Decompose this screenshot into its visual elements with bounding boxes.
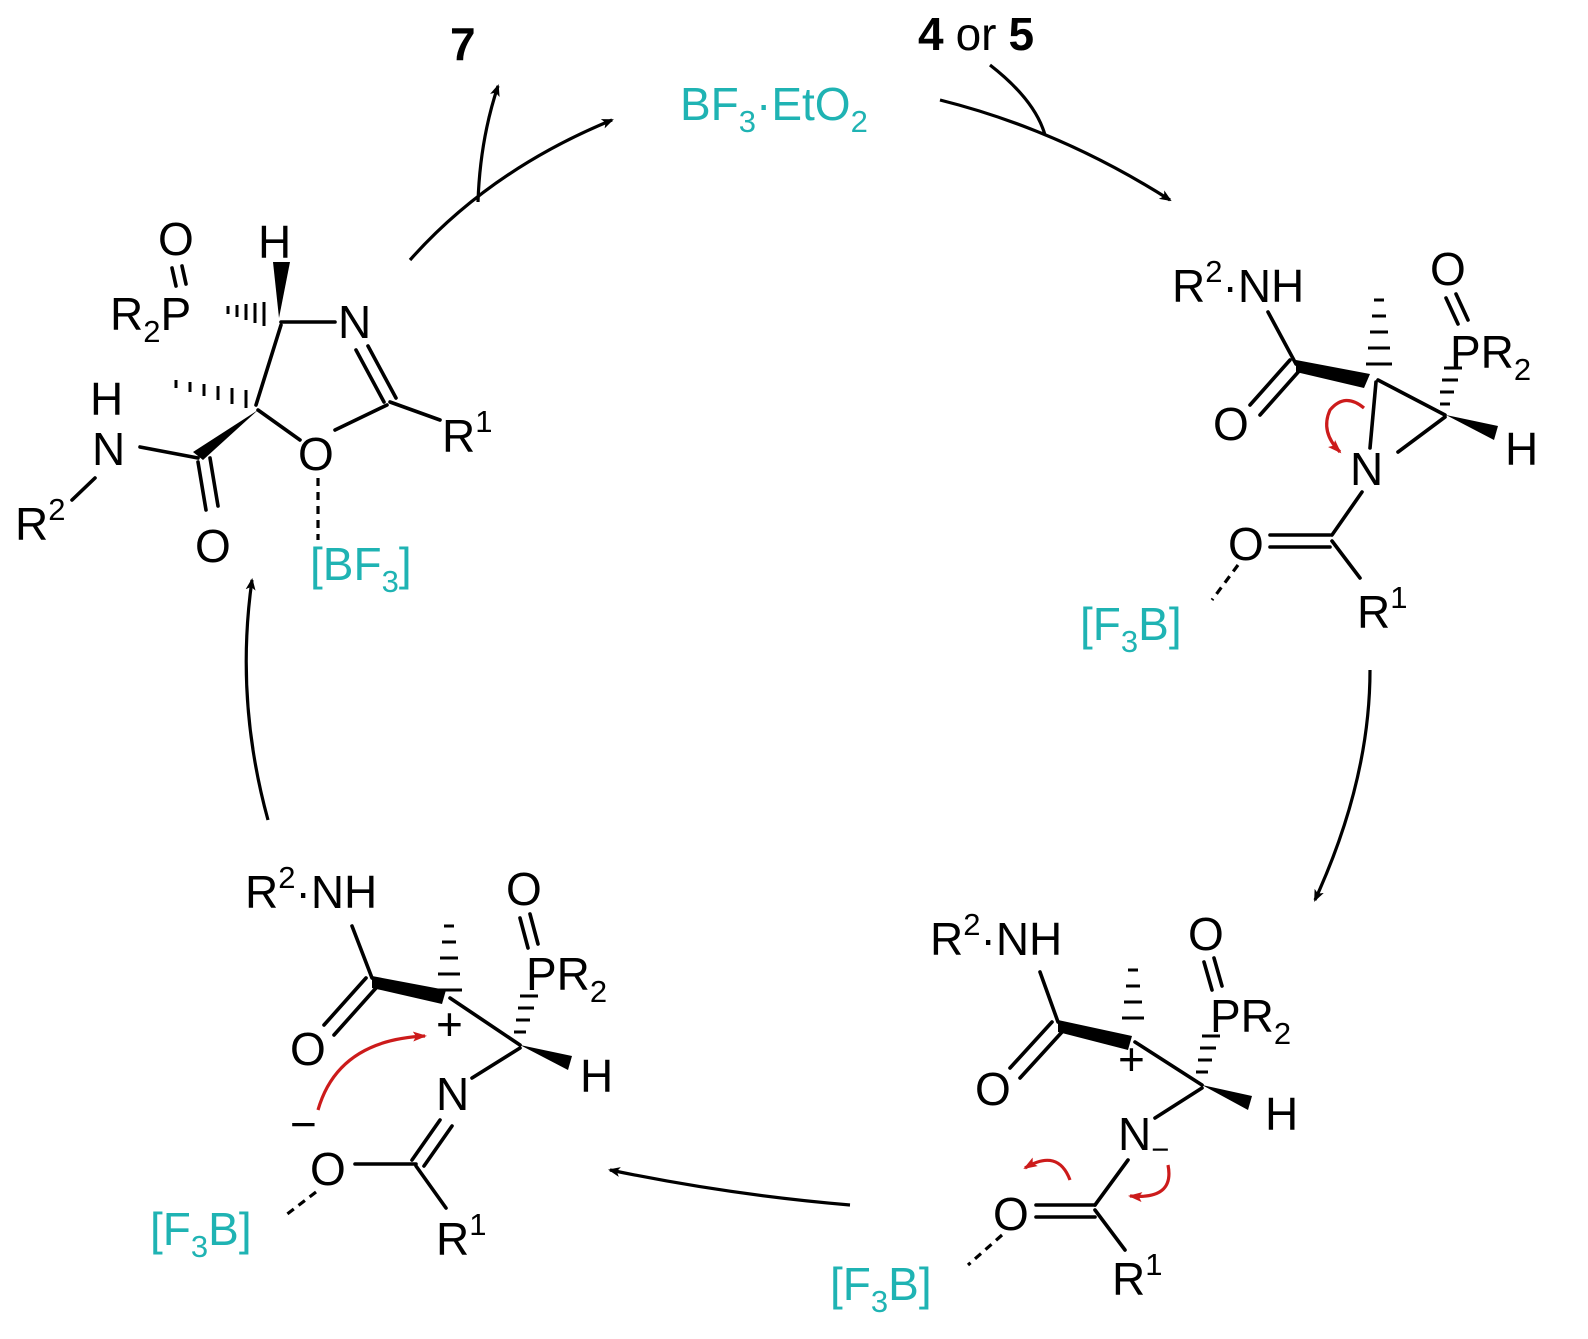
hashed-bond-methyl	[1366, 298, 1392, 366]
svg-text:R2·NH: R2·NH	[245, 860, 377, 918]
electron-push-arrow-o	[1023, 1157, 1072, 1181]
hashed-bond-p	[514, 994, 538, 1034]
hashed-bond-methyl	[436, 924, 462, 992]
svg-text:R1: R1	[442, 404, 492, 462]
svg-text:7: 7	[450, 18, 476, 70]
electron-push-arrow	[316, 1031, 427, 1111]
svg-text:N: N	[1350, 443, 1383, 495]
product-release-curve	[476, 84, 500, 203]
svg-text:O: O	[158, 213, 194, 265]
cycle-arrow-aziridine-to-ring-opened	[1313, 669, 1372, 902]
electron-push-arrow-n	[1128, 1164, 1171, 1203]
imidate-intermediate: R2·NH O + O PR2 H N	[150, 860, 613, 1265]
svg-text:PR2: PR2	[1210, 990, 1291, 1051]
svg-text:O: O	[506, 863, 542, 915]
svg-text:[F3B]: [F3B]	[150, 1203, 252, 1264]
ring-opened-intermediate: R2·NH O + O PR2 H N− O	[830, 907, 1298, 1319]
svg-text:N−: N−	[1118, 1108, 1169, 1167]
svg-text:PR2: PR2	[1450, 326, 1531, 387]
hashed-bond-p	[1440, 366, 1462, 406]
svg-text:[BF3]: [BF3]	[310, 538, 412, 599]
svg-text:BF3·EtO2: BF3·EtO2	[680, 78, 868, 139]
svg-text:O: O	[1213, 398, 1249, 450]
svg-text:O: O	[310, 1143, 346, 1195]
svg-text:H: H	[1505, 423, 1538, 475]
svg-text:+: +	[436, 998, 463, 1050]
svg-text:[F3B]: [F3B]	[830, 1258, 932, 1319]
svg-text:R1: R1	[436, 1207, 486, 1265]
oxazoline-bf3-complex: O R2P H N R1 O	[15, 213, 492, 599]
svg-text:N: N	[92, 423, 125, 475]
svg-text:O: O	[993, 1188, 1029, 1240]
cycle-arrow-ring-opened-to-zwitterion	[608, 1167, 851, 1207]
svg-text:O: O	[195, 520, 231, 572]
svg-text:R1: R1	[1112, 1247, 1162, 1305]
svg-text:[F3B]: [F3B]	[1080, 598, 1182, 659]
svg-text:R2P: R2P	[110, 288, 191, 349]
svg-text:H: H	[90, 373, 123, 425]
svg-text:O: O	[1188, 908, 1224, 960]
electron-push-arrow	[1325, 398, 1366, 454]
svg-text:O: O	[290, 1023, 326, 1075]
svg-text:H: H	[1265, 1088, 1298, 1140]
svg-text:O: O	[975, 1063, 1011, 1115]
svg-text:R2: R2	[15, 492, 65, 550]
cycle-arrow-catalyst-to-aziridine	[939, 98, 1172, 202]
substrate-entry-curve	[989, 63, 1047, 136]
svg-text:R2·NH: R2·NH	[1172, 254, 1304, 312]
svg-text:−: −	[290, 1098, 317, 1150]
svg-text:+: +	[1118, 1033, 1145, 1085]
hashed-bond-p	[226, 302, 266, 326]
svg-text:O: O	[1228, 518, 1264, 570]
aziridine-bf3-complex: R2·NH O N O PR2 H	[1080, 243, 1538, 659]
product-label: 7	[450, 18, 476, 70]
svg-text:H: H	[258, 216, 291, 268]
svg-text:O: O	[1430, 243, 1466, 295]
hashed-bond-methyl	[1122, 968, 1144, 1020]
svg-text:N: N	[436, 1068, 469, 1120]
svg-text:R1: R1	[1357, 580, 1407, 638]
hashed-bond-p	[1196, 1034, 1220, 1074]
svg-text:N: N	[338, 296, 371, 348]
svg-text:PR2: PR2	[526, 948, 607, 1009]
catalyst-label: BF3·EtO2	[680, 78, 868, 139]
svg-text:O: O	[298, 428, 334, 480]
cycle-arrow-oxazoline-to-catalyst	[408, 118, 614, 262]
svg-text:R2·NH: R2·NH	[930, 907, 1062, 965]
hashed-bond-methyl	[174, 380, 248, 408]
svg-text:H: H	[580, 1050, 613, 1102]
cycle-arrow-zwitterion-to-oxazoline	[244, 578, 270, 821]
